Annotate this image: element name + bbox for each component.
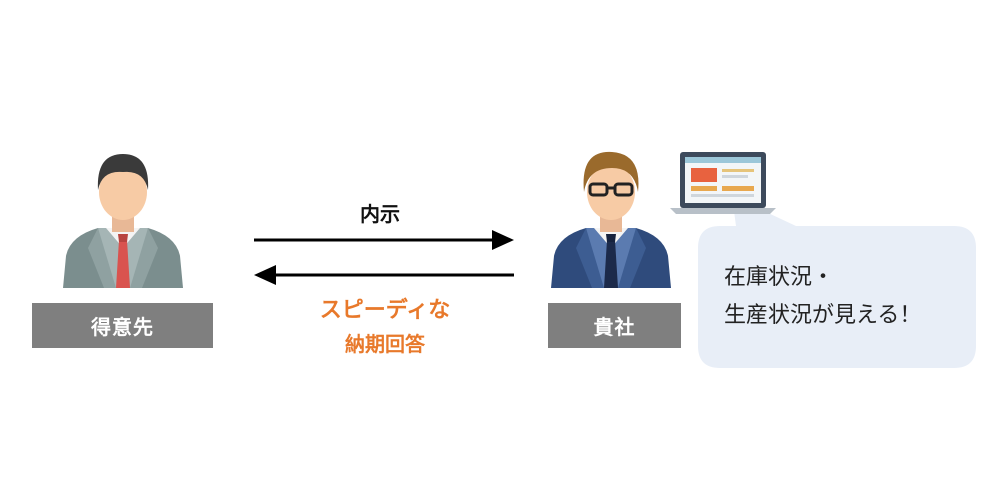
laptop-icon bbox=[670, 152, 776, 214]
forward-arrow-icon bbox=[254, 230, 514, 250]
company-label: 貴社 bbox=[548, 303, 681, 348]
speech-bubble bbox=[698, 196, 976, 368]
back-arrow-label-line2: 納期回答 bbox=[345, 332, 425, 356]
company-label-text: 貴社 bbox=[593, 315, 636, 339]
bubble-text-line2: 生産状況が見える！ bbox=[724, 303, 922, 328]
bubble-text-line1: 在庫状況・ bbox=[724, 265, 835, 290]
back-arrow-label-line1: スピーディな bbox=[319, 298, 451, 323]
customer-label-text: 得意先 bbox=[91, 315, 154, 339]
customer-person-icon bbox=[63, 154, 183, 288]
customer-label: 得意先 bbox=[32, 303, 213, 348]
company-person-icon bbox=[551, 151, 671, 288]
forward-arrow-label: 内示 bbox=[360, 202, 400, 226]
back-arrow-icon bbox=[254, 265, 514, 285]
